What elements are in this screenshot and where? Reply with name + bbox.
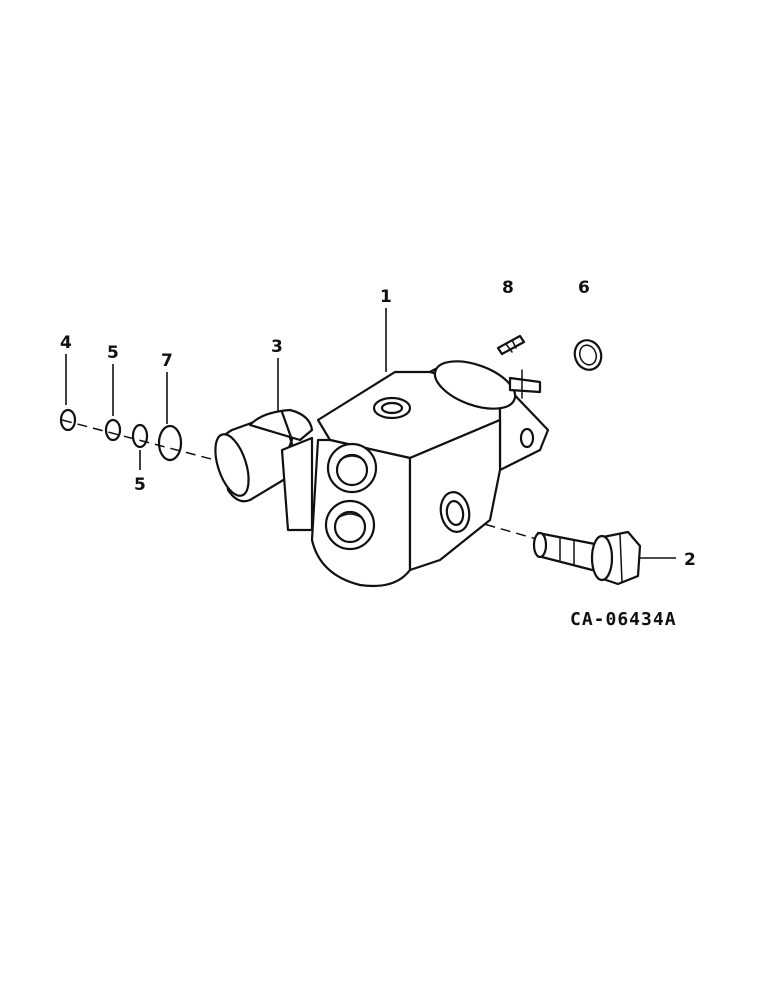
callout-7: 7 <box>161 351 173 371</box>
part-4-o-ring <box>59 408 77 432</box>
drawing-code: CA-06434A <box>570 609 677 630</box>
callout-4: 4 <box>60 333 72 353</box>
part-3-solenoid <box>214 408 314 532</box>
part-6-snap-ring <box>573 339 603 371</box>
part-5-o-ring-a <box>104 418 122 442</box>
part-5-o-ring-b <box>131 423 149 449</box>
part-2-relief-cartridge <box>532 530 642 586</box>
callout-1: 1 <box>380 287 392 307</box>
callout-5a: 5 <box>107 343 119 363</box>
callout-8: 8 <box>502 278 514 298</box>
callout-5b: 5 <box>134 475 146 495</box>
part-8-roll-pin <box>496 334 526 356</box>
part-1-valve-body <box>310 360 550 588</box>
callout-6: 6 <box>578 278 590 298</box>
assembly-axis-right <box>469 519 541 541</box>
callout-3: 3 <box>271 337 283 357</box>
assembly-axis-left <box>61 419 216 461</box>
part-7-o-ring <box>157 424 183 462</box>
callout-2: 2 <box>684 550 696 570</box>
